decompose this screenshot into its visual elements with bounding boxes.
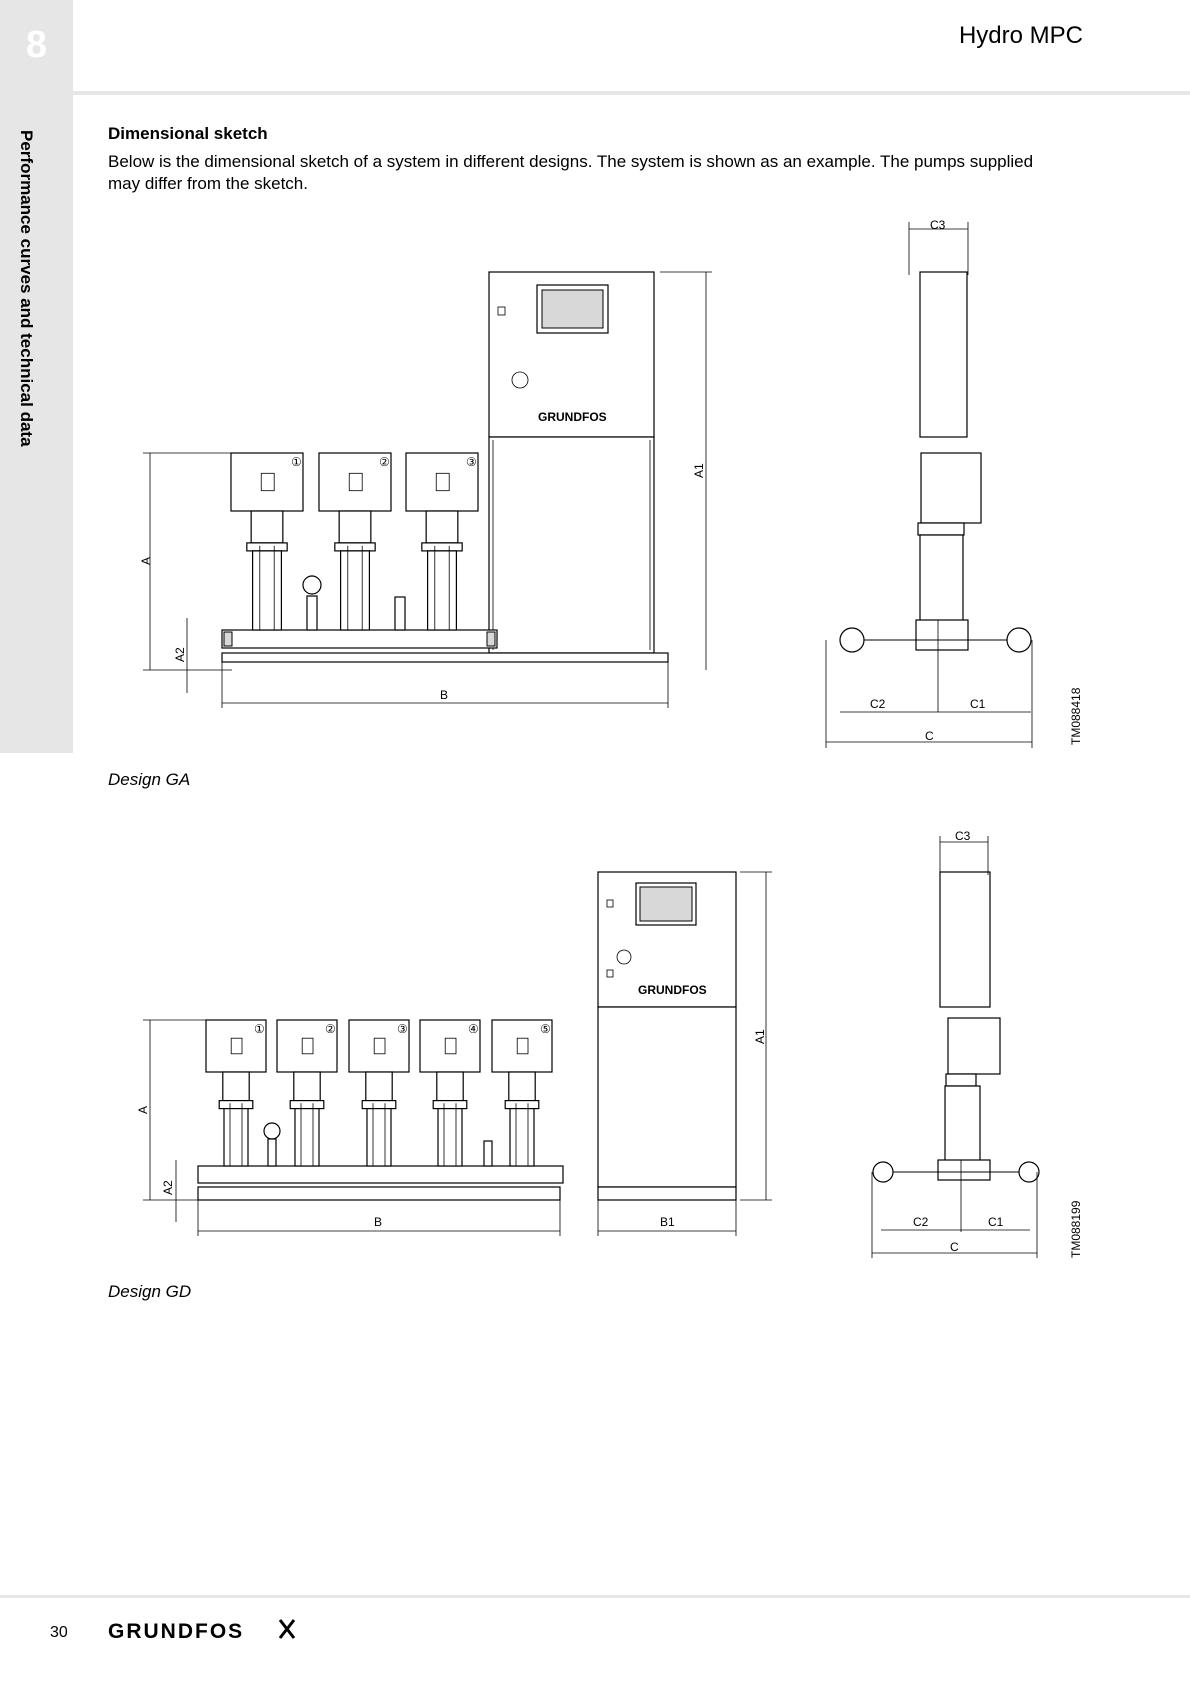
pump-unit: ③ [348,1019,410,1167]
pump-unit: ① [205,1019,267,1167]
section-heading: Dimensional sketch [108,124,268,143]
dim-label-c-gd: C [950,1240,959,1254]
dim-label-b: B [440,688,448,702]
pump-unit: ① [230,452,304,631]
pump-unit: ④ [419,1019,481,1167]
pump-number: ④ [468,1022,479,1036]
dim-label-a-gd: A [136,1106,150,1114]
dim-label-c1: C1 [970,697,986,711]
pump-number: ⑤ [540,1022,551,1036]
page-title: Hydro MPC [958,22,1083,49]
cabinet-brand-gd: GRUNDFOS [638,983,707,997]
dim-label-a2: A2 [173,647,187,662]
caption-design-gd: Design GD [108,1282,192,1301]
pump-unit: ③ [405,452,479,631]
pump-number: ① [254,1022,265,1036]
pump-number: ① [291,455,302,469]
pump-number: ③ [466,455,477,469]
dim-label-c2: C2 [870,697,886,711]
dim-label-b-gd: B [374,1215,382,1229]
dimensional-sketch-ga: GRUNDFOS ① ② ③ A A2 A1 B [139,218,1083,748]
pump-unit: ② [318,452,392,631]
dimensional-sketch-gd: GRUNDFOS ① ② ③ ④ ⑤ A A2 A1 B B1 [136,829,1083,1258]
dim-label-c3-gd: C3 [955,829,971,843]
pump-number: ③ [397,1022,408,1036]
intro-paragraph: Below is the dimensional sketch of a sys… [108,152,1034,193]
dim-label-a2-gd: A2 [161,1180,175,1195]
cabinet-brand: GRUNDFOS [538,410,607,424]
caption-design-ga: Design GA [108,770,191,789]
section-tab [0,95,73,753]
dim-label-c3: C3 [930,218,946,232]
dim-label-a1-gd: A1 [753,1029,767,1044]
header-divider [0,91,1190,95]
chapter-number: 8 [0,0,73,91]
dim-label-a1: A1 [692,463,706,478]
dim-label-a: A [139,557,153,565]
page-number: 30 [50,1624,68,1641]
pump-number: ② [325,1022,336,1036]
logo-text: GRUNDFOS [108,1620,244,1643]
dim-label-c2-gd: C2 [913,1215,929,1229]
pump-number: ② [379,455,390,469]
drawing-number-ga: TM088418 [1069,687,1083,745]
dim-label-c: C [925,729,934,743]
grundfos-logo: GRUNDFOS [108,1614,308,1651]
pump-unit: ⑤ [491,1019,553,1167]
drawing-number-gd: TM088199 [1069,1200,1083,1258]
footer-divider [0,1595,1190,1598]
pump-unit: ② [276,1019,338,1167]
dim-label-c1-gd: C1 [988,1215,1004,1229]
dim-label-b1-gd: B1 [660,1215,675,1229]
section-title: Performance curves and technical data [17,130,36,447]
